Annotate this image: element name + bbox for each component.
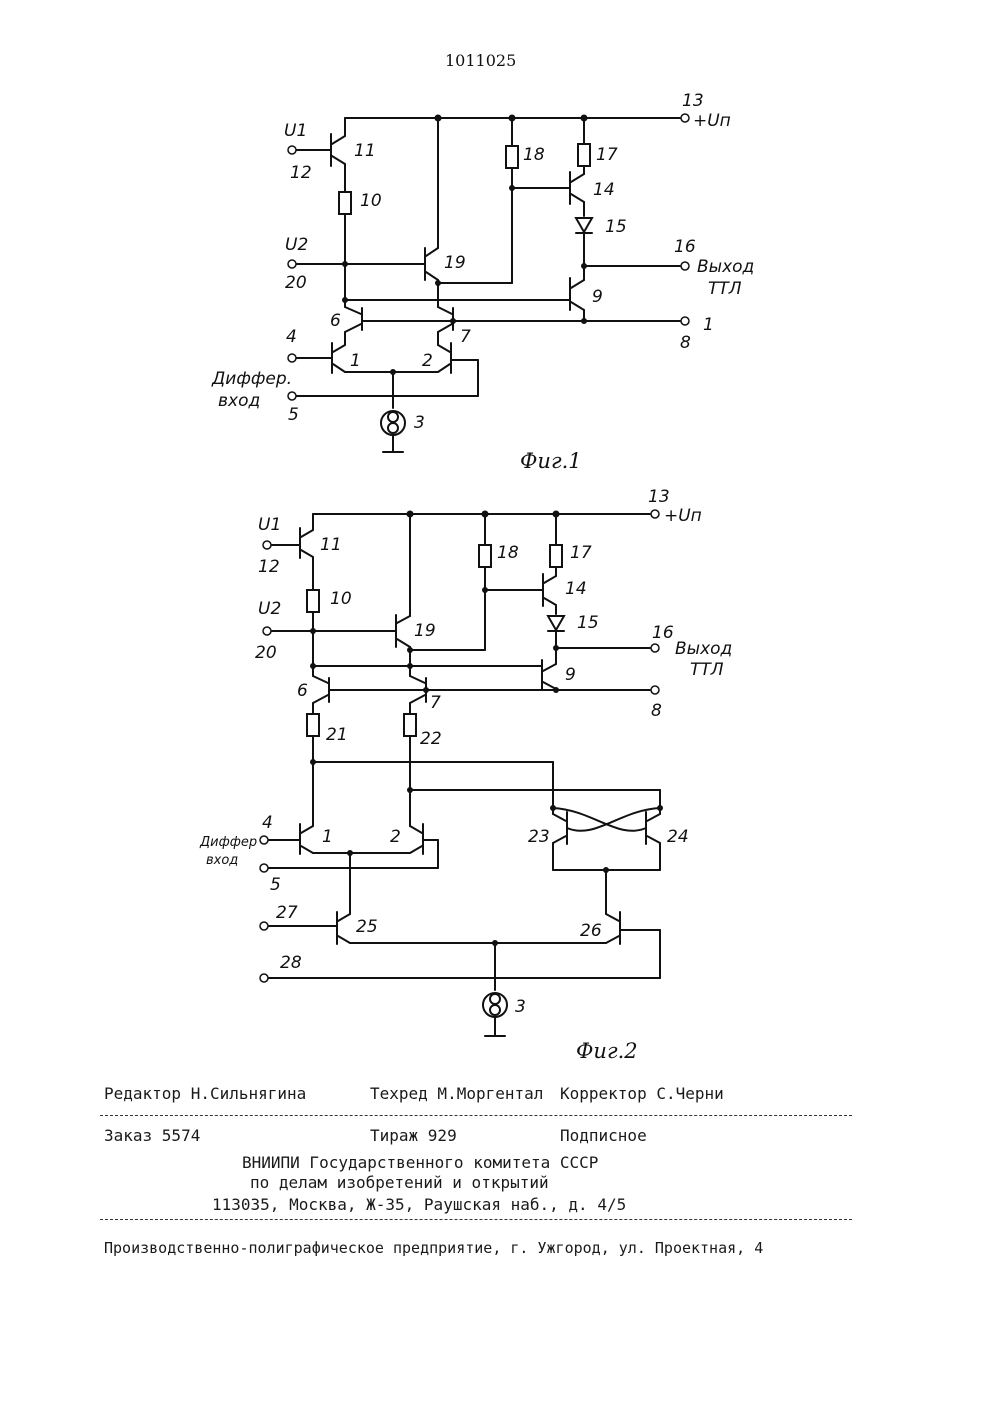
divider-bottom <box>100 1219 852 1220</box>
fig2-label-r21: 21 <box>326 725 348 745</box>
fig1-label-cs3: 3 <box>414 413 425 433</box>
fig2-label-d15: 15 <box>577 613 599 633</box>
resistor-10-fig2 <box>307 590 319 612</box>
fig1-label-q6: 6 <box>330 311 341 331</box>
resistor-10 <box>339 192 351 214</box>
fig2-label-q6: 6 <box>297 681 308 701</box>
terminal-16 <box>681 262 689 270</box>
fig2-label-n16: 16 <box>652 623 674 643</box>
circulation: Тираж 929 <box>370 1126 457 1145</box>
fig2-label-r17: 17 <box>570 543 592 563</box>
fig2-label-q2: 2 <box>390 827 401 847</box>
fig2-label-q24: 24 <box>667 827 689 847</box>
fig1-label-vcc: +Uп <box>693 111 731 131</box>
fig1-label-r18: 18 <box>523 145 545 165</box>
terminal-16-fig2 <box>651 644 659 652</box>
fig2-label-q7: 7 <box>430 693 441 713</box>
fig2-label-n8: 8 <box>651 701 662 721</box>
fig1-label-n4: 4 <box>286 327 297 347</box>
fig2-label-r22: 22 <box>420 729 442 749</box>
resistor-17 <box>578 144 590 166</box>
resistor-18-fig2 <box>479 545 491 567</box>
fig2-label-q26: 26 <box>580 921 602 941</box>
fig2-label-n28: 28 <box>280 953 302 973</box>
fig1-label-n16: 16 <box>674 237 696 257</box>
fig1-label-n20: 20 <box>285 273 307 293</box>
fig1-label-q2: 2 <box>422 351 433 371</box>
editor-credit: Редактор Н.Сильнягина <box>104 1084 306 1103</box>
figure-2-caption: Фиг.2 <box>576 1039 638 1063</box>
fig2-label-out: Выход <box>675 639 732 659</box>
fig2-label-r10: 10 <box>330 589 352 609</box>
printer-imprint: Производственно-полиграфическое предприя… <box>104 1239 763 1257</box>
fig1-label-q14: 14 <box>593 180 615 200</box>
fig1-label-diff: Диффер. <box>211 369 292 389</box>
fig2-label-q23: 23 <box>528 827 550 847</box>
fig2-label-cs3: 3 <box>515 997 526 1017</box>
fig1-label-u2: U2 <box>285 235 308 255</box>
fig2-label-n4: 4 <box>262 813 273 833</box>
diode-15-fig2 <box>548 616 564 630</box>
terminal-13-fig2 <box>651 510 659 518</box>
org-address: 113035, Москва, Ж-35, Раушская наб., д. … <box>212 1195 626 1214</box>
order-number: Заказ 5574 <box>104 1126 200 1145</box>
fig2-label-q14: 14 <box>565 579 587 599</box>
fig2-label-ttl: ТТЛ <box>690 660 724 680</box>
diode-15 <box>576 218 592 232</box>
divider-top <box>100 1115 852 1116</box>
fig2-label-q25: 25 <box>356 917 378 937</box>
fig2-label-diff: Диффер <box>199 835 257 850</box>
fig1-label-nL: 1 <box>703 315 714 335</box>
fig2-label-n5: 5 <box>270 875 281 895</box>
fig2-label-q1: 1 <box>322 827 333 847</box>
fig2-label-q19: 19 <box>414 621 436 641</box>
fig2-label-n27: 27 <box>276 903 298 923</box>
fig2-label-u2: U2 <box>258 599 281 619</box>
fig1-label-u1: U1 <box>284 121 307 141</box>
fig1-label-q11: 11 <box>354 141 376 161</box>
fig1-label-out: Выход <box>697 257 754 277</box>
patent-number: 1011025 <box>445 51 516 70</box>
fig1-label-q9: 9 <box>592 287 603 307</box>
fig2-label-n13: 13 <box>648 487 670 507</box>
org-department: по делам изобретений и открытий <box>250 1173 549 1192</box>
fig1-label-inp: вход <box>218 391 260 411</box>
fig1-label-n13: 13 <box>682 91 704 111</box>
fig2-label-vcc: +Uп <box>664 506 702 526</box>
figure-1-caption: Фиг.1 <box>520 449 582 473</box>
fig1-label-r17: 17 <box>596 145 618 165</box>
fig1-label-ttl: ТТЛ <box>708 279 742 299</box>
org-name: ВНИИПИ Государственного комитета СССР <box>242 1153 598 1172</box>
fig1-label-q7: 7 <box>460 327 471 347</box>
terminal-13 <box>681 114 689 122</box>
techred-credit: Техред М.Моргентал <box>370 1084 543 1103</box>
fig2-label-n20: 20 <box>255 643 277 663</box>
fig1-label-q1: 1 <box>350 351 361 371</box>
resistor-17-fig2 <box>550 545 562 567</box>
fig1-label-q19: 19 <box>444 253 466 273</box>
fig1-label-n5: 5 <box>288 405 299 425</box>
figure-1-schematic: U1 12 11 10 U2 20 19 18 17 14 15 9 13 +U… <box>211 91 754 473</box>
fig2-label-r18: 18 <box>497 543 519 563</box>
figure-2-schematic: U1 12 11 10 U2 20 19 18 17 14 15 9 13 +U… <box>199 487 732 1063</box>
fig2-label-u1: U1 <box>258 515 281 535</box>
corrector-credit: Корректор С.Черни <box>560 1084 724 1103</box>
resistor-18 <box>506 146 518 168</box>
fig1-label-r10: 10 <box>360 191 382 211</box>
resistor-21 <box>307 714 319 736</box>
fig1-label-n12: 12 <box>290 163 312 183</box>
subscription-note: Подписное <box>560 1126 647 1145</box>
fig2-label-inp: вход <box>206 853 238 868</box>
fig2-label-q9: 9 <box>565 665 576 685</box>
fig2-label-q11: 11 <box>320 535 342 555</box>
resistor-22 <box>404 714 416 736</box>
fig2-label-n12: 12 <box>258 557 280 577</box>
fig1-label-n8: 8 <box>680 333 691 353</box>
fig1-label-d15: 15 <box>605 217 627 237</box>
